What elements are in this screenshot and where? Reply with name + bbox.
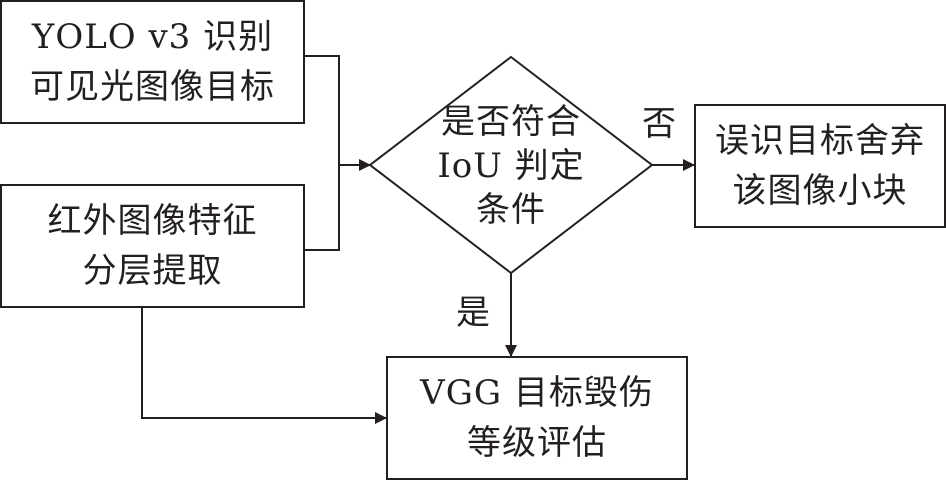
- infrared-line-1: 红外图像特征: [47, 201, 258, 241]
- discard-box: 误识目标舍弃 该图像小块: [694, 104, 946, 228]
- decision-line-3: 条件: [476, 190, 546, 230]
- edge-yolo-to-merge: [304, 55, 340, 165]
- decision-line-2: IoU 判定: [437, 146, 585, 186]
- discard-line-2: 该图像小块: [732, 171, 908, 211]
- decision-line-1: 是否符合: [441, 102, 581, 142]
- vgg-line-2: 等级评估: [467, 423, 607, 463]
- yolo-line-1: YOLO v3 识别: [31, 17, 274, 57]
- vgg-line-1: VGG 目标毁伤: [420, 373, 654, 413]
- edge-infrared-to-vgg: [141, 307, 387, 424]
- infrared-line-2: 分层提取: [82, 251, 223, 291]
- yes-label: 是: [456, 293, 490, 333]
- infrared-feature-box: 红外图像特征 分层提取: [0, 184, 305, 308]
- yolo-line-2: 可见光图像目标: [30, 67, 275, 107]
- discard-line-1: 误识目标舍弃: [715, 121, 925, 161]
- vgg-assessment-box: VGG 目标毁伤 等级评估: [386, 356, 688, 480]
- decision-text: 是否符合 IoU 判定 条件: [411, 100, 611, 232]
- yolo-detection-box: YOLO v3 识别 可见光图像目标: [0, 0, 305, 124]
- edge-infrared-to-merge: [304, 165, 340, 251]
- no-label: 否: [642, 104, 676, 144]
